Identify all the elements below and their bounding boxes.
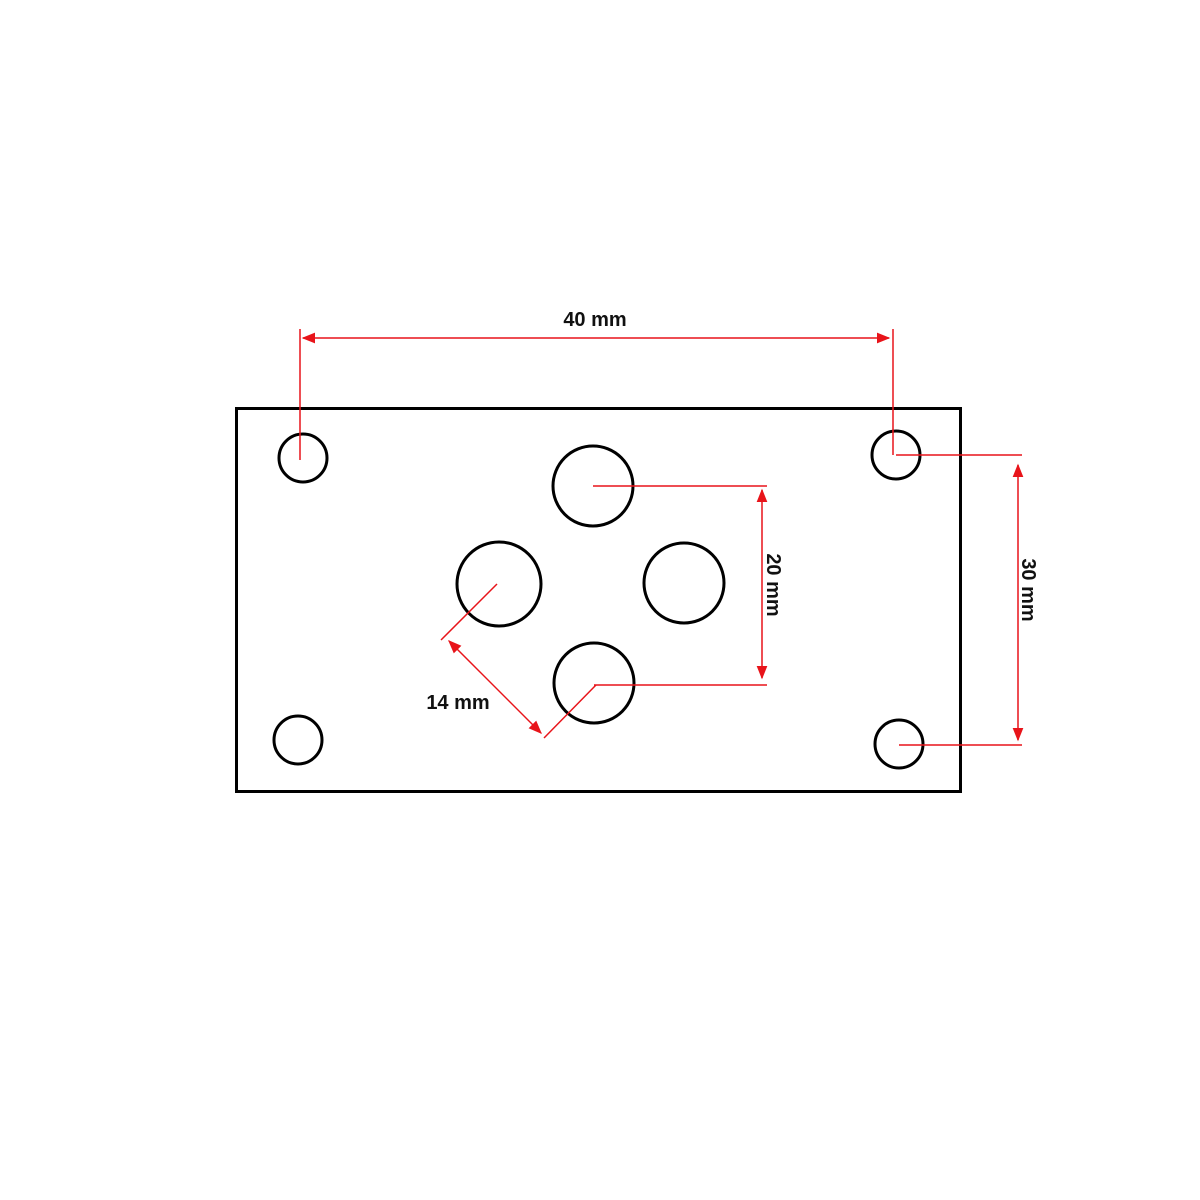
dimension-14mm	[440, 583, 597, 739]
plate-outline	[235, 407, 962, 793]
port-hole-right	[642, 541, 726, 625]
dimension-label-40mm: 40 mm	[563, 309, 626, 331]
leader-line-left-port	[440, 583, 498, 641]
leader-line-bottom-port-diagonal	[543, 684, 597, 739]
port-hole-left	[455, 540, 543, 628]
dimension-line-14mm	[448, 640, 542, 734]
mounting-hole-top-left	[277, 432, 329, 484]
port-holes	[455, 444, 726, 725]
mounting-hole-bottom-left	[272, 714, 324, 766]
port-hole-bottom	[552, 641, 636, 725]
dimension-20mm	[593, 485, 768, 686]
mounting-holes	[272, 429, 925, 770]
mounting-hole-bottom-right	[873, 718, 925, 770]
dimension-30mm	[896, 454, 1024, 746]
dimension-label-30mm: 30 mm	[1017, 558, 1039, 621]
dimension-label-20mm: 20 mm	[762, 553, 784, 616]
dimension-label-14mm: 14 mm	[426, 692, 489, 714]
dimension-40mm	[299, 329, 894, 460]
